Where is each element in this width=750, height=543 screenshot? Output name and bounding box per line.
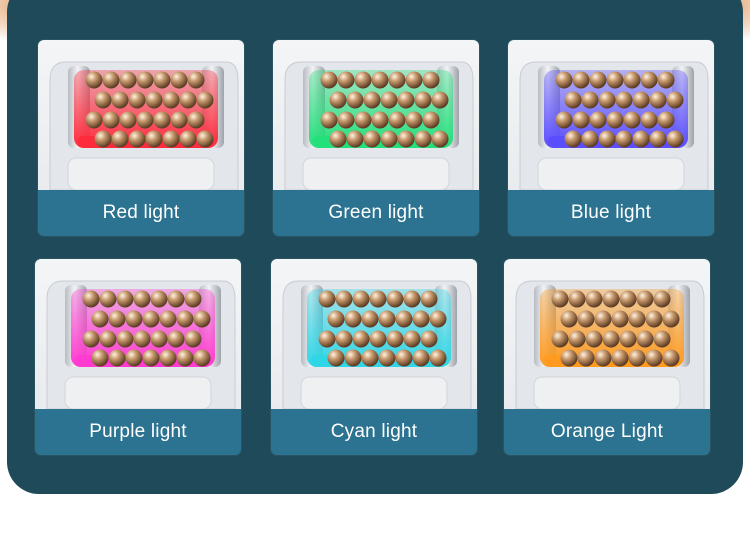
light-card-cyan: Cyan light xyxy=(271,259,477,455)
light-label-cyan: Cyan light xyxy=(330,421,418,442)
light-label-purple: Purple light xyxy=(89,421,187,442)
roller-photo-cyan xyxy=(271,259,477,409)
roller-device-icon xyxy=(46,280,236,409)
light-card-blue: Blue light xyxy=(508,40,714,236)
light-label-blue: Blue light xyxy=(570,202,652,223)
roller-device-icon xyxy=(519,61,709,190)
roller-device-icon xyxy=(515,280,705,409)
roller-photo-blue xyxy=(508,40,714,190)
roller-photo-purple xyxy=(35,259,241,409)
light-card-green: Green light xyxy=(273,40,479,236)
light-card-purple: Purple light xyxy=(35,259,241,455)
roller-photo-orange xyxy=(504,259,710,409)
roller-device-icon xyxy=(284,61,474,190)
light-label-green: Green light xyxy=(328,202,424,223)
light-label-orange: Orange Light xyxy=(550,421,664,442)
light-modes-panel: Red light Green light Blue light Purple … xyxy=(7,0,743,494)
roller-device-icon xyxy=(49,61,239,190)
light-card-red: Red light xyxy=(38,40,244,236)
roller-device-icon xyxy=(282,280,472,409)
roller-photo-red xyxy=(38,40,244,190)
roller-photo-green xyxy=(273,40,479,190)
light-label-red: Red light xyxy=(102,202,180,223)
light-card-orange: Orange Light xyxy=(504,259,710,455)
